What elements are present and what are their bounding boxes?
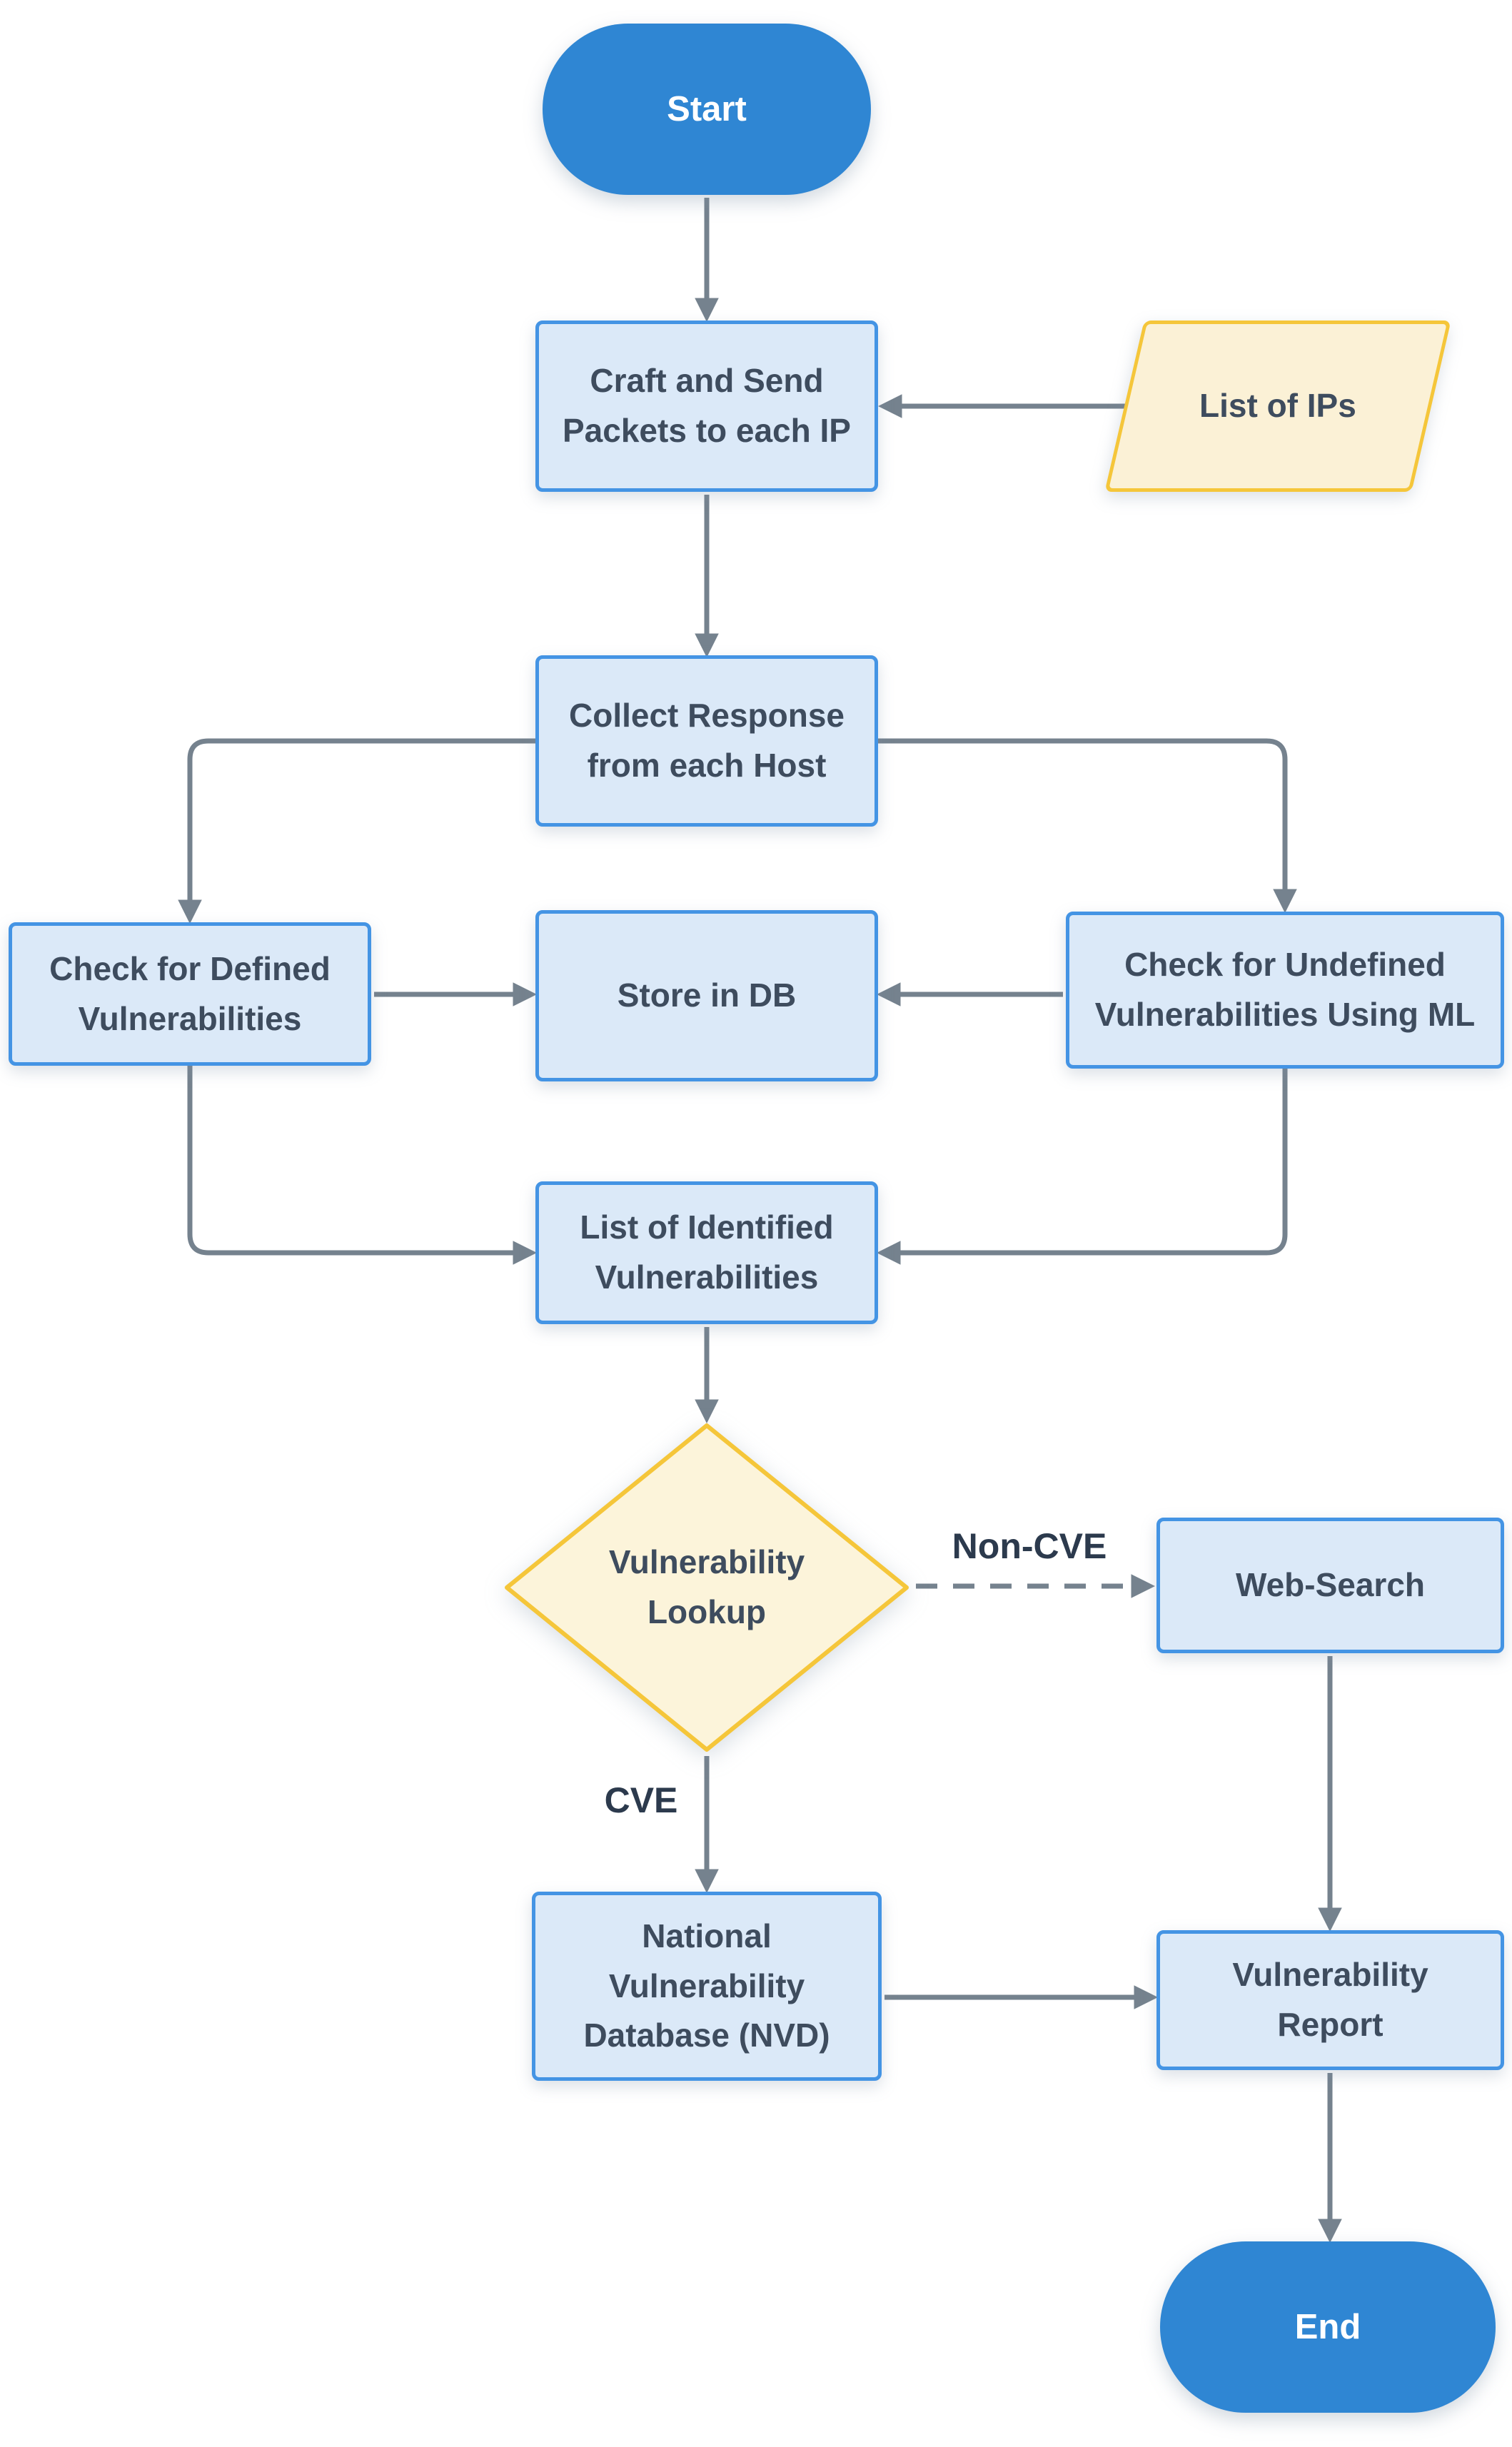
collect-response-label: Collect Response from each Host [569,697,845,784]
start-terminator: Start [543,24,871,195]
store-in-db-label: Store in DB [617,977,797,1014]
craft-send-packets-process: Craft and Send Packets to each IP [535,321,878,492]
check-defined-process: Check for Defined Vulnerabilities [9,922,371,1066]
web-search-process: Web-Search [1156,1518,1504,1653]
edge-collect-checkundefined [878,738,1297,914]
list-of-ips-label: List of IPs [1199,387,1356,425]
non-cve-edge-label: Non-CVE [952,1526,1107,1566]
vulnerability-report-process: Vulnerability Report [1156,1930,1504,2070]
list-identified-label: List of Identified Vulnerabilities [580,1209,834,1296]
check-undefined-process: Check for Undefined Vulnerabilities Usin… [1066,912,1504,1069]
list-identified-process: List of Identified Vulnerabilities [535,1181,878,1324]
check-defined-label: Check for Defined Vulnerabilities [49,949,331,1037]
collect-response-process: Collect Response from each Host [535,655,878,827]
vulnerability-lookup-decision: Vulnerability Lookup [503,1422,910,1753]
nvd-process: National Vulnerability Database (NVD) [532,1892,882,2081]
end-label: End [1294,2307,1361,2346]
list-of-ips-data: List of IPs [1104,321,1451,492]
craft-send-packets-label: Craft and Send Packets to each IP [563,362,851,449]
web-search-label: Web-Search [1235,1566,1426,1604]
edge-checkundefined-list [876,1069,1288,1265]
vulnerability-lookup-label: Vulnerability Lookup [608,1543,805,1630]
vulnerability-report-label: Vulnerability Report [1232,1956,1428,2043]
cve-edge-label: CVE [604,1780,678,1820]
end-terminator: End [1160,2241,1496,2413]
start-label: Start [667,89,747,128]
edge-checkdefined-list [187,1066,538,1265]
diamond-shape-icon [505,1423,909,1752]
nvd-label: National Vulnerability Database (NVD) [583,1917,830,2054]
store-in-db-process: Store in DB [535,910,878,1081]
edge-collect-checkdefined [178,738,535,924]
check-undefined-label: Check for Undefined Vulnerabilities Usin… [1094,946,1476,1033]
